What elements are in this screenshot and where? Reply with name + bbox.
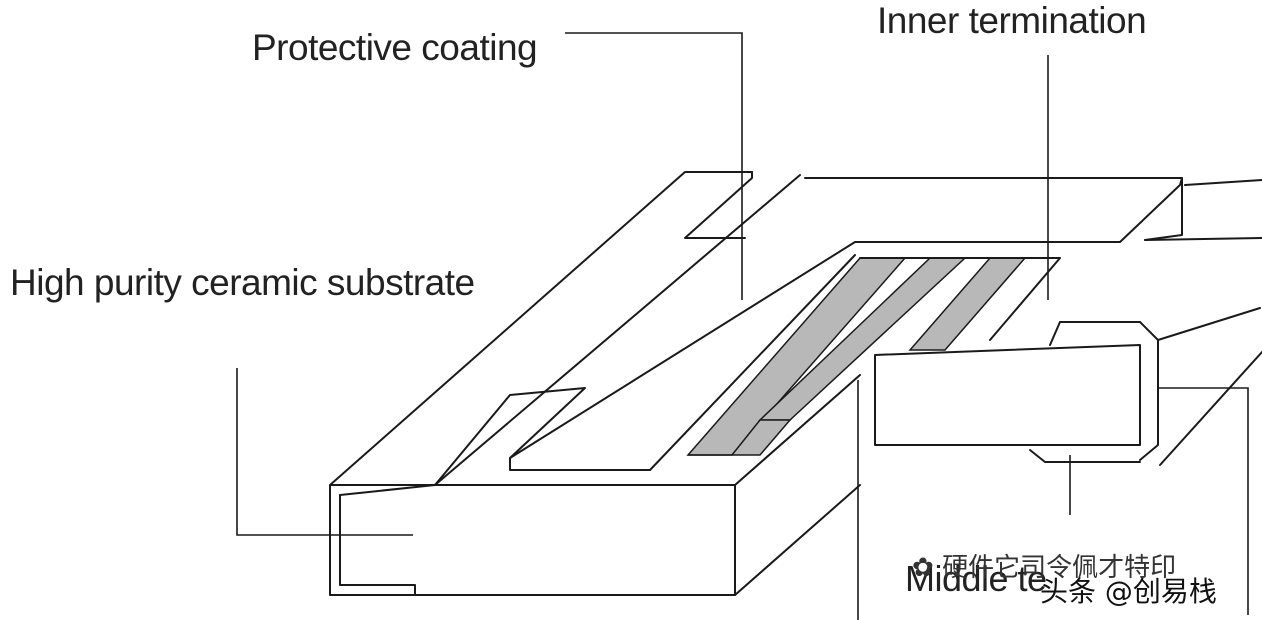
leader-outer-termination	[1158, 387, 1249, 615]
resistive-film	[686, 257, 1061, 456]
substrate-front-face	[329, 484, 736, 596]
label-ceramic-substrate: High purity ceramic substrate	[10, 262, 475, 303]
watermark-platform: 头条 @创易栈	[1040, 575, 1217, 608]
label-middle-termination: Middle te	[905, 558, 1047, 599]
leader-lines	[236, 32, 1249, 620]
film-bottom-link	[688, 419, 792, 456]
film-trace-1	[686, 257, 907, 456]
substrate-right-face	[734, 374, 861, 596]
leader-ceramic-substrate	[236, 368, 413, 536]
ceramic-substrate	[329, 171, 861, 596]
substrate-top-left-edge	[329, 171, 753, 486]
left-termination	[339, 171, 801, 496]
right-termination	[874, 179, 1262, 466]
protective-coating	[509, 177, 1183, 471]
wechat-icon: ✿	[912, 553, 943, 583]
watermark-account: ✿ 硬件它司令佩才特印	[912, 553, 1177, 583]
label-protective-coating: Protective coating	[252, 27, 538, 68]
substrate-front-inner	[339, 494, 416, 596]
label-inner-termination: Inner termination	[877, 0, 1147, 41]
leader-protective-coating	[565, 32, 743, 300]
